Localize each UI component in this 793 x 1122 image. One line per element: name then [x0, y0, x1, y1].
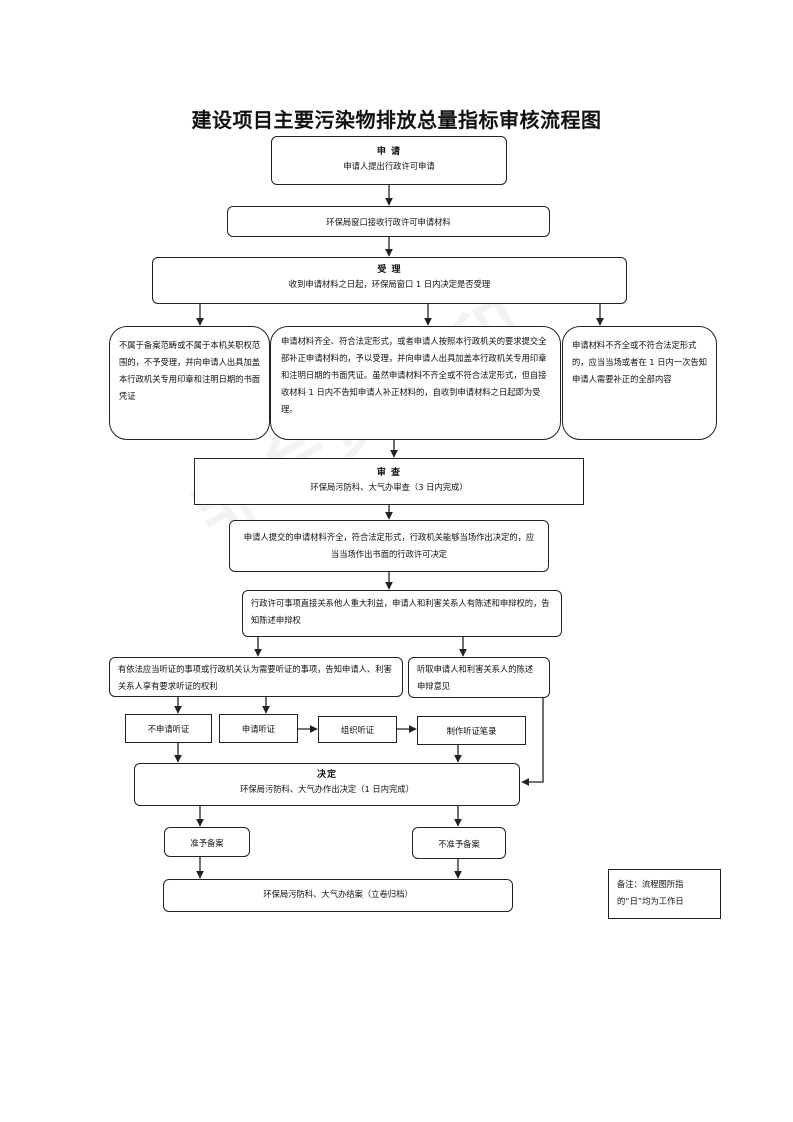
node-organize-hearing-text: 组织听证	[340, 725, 375, 735]
node-receive-text: 环保局窗口接收行政许可申请材料	[326, 217, 451, 227]
node-decision: 决定 环保局污防科、大气办作出决定（1 日内完成）	[134, 763, 520, 806]
node-apply-text: 申请人提出行政许可申请	[343, 161, 435, 171]
node-close: 环保局污防科、大气办结案（立卷归档）	[163, 879, 513, 912]
node-no-hearing: 不申请听证	[125, 714, 212, 743]
node-statement: 听取申请人和利害关系人的陈述申辩意见	[408, 657, 550, 698]
node-accepted: 申请材料齐全、符合法定形式，或者申请人按照本行政机关的要求提交全部补正申请材料的…	[270, 326, 561, 440]
node-apply-hearing-text: 申请听证	[241, 724, 276, 734]
node-decision-title: 决定	[316, 770, 337, 780]
node-incomplete-text: 申请材料不齐全或不符合法定形式的，应当当场或者在 1 日内一次告知申请人需要补正…	[572, 340, 708, 384]
node-apply-title: 申 请	[376, 147, 402, 157]
node-accept-title: 受 理	[377, 265, 402, 275]
node-no-hearing-text: 不申请听证	[147, 724, 190, 734]
note-text: 备注：流程图所指的“日”均为工作日	[617, 879, 684, 906]
node-apply-hearing: 申请听证	[219, 714, 298, 743]
node-deny: 不准予备案	[412, 827, 506, 859]
node-approve: 准予备案	[164, 827, 250, 857]
node-organize-hearing: 组织听证	[318, 716, 397, 743]
node-accepted-text: 申请材料齐全、符合法定形式，或者申请人按照本行政机关的要求提交全部补正申请材料的…	[281, 336, 547, 414]
node-hearing-notice-text: 有依法应当听证的事项或行政机关认为需要听证的事项，告知申请人、利害关系人享有要求…	[118, 664, 392, 691]
node-reject: 不属于备案范畴或不属于本机关职权范围的，不予受理，并向申请人出具加盖本行政机关专…	[109, 326, 270, 440]
node-hearing-notice: 有依法应当听证的事项或行政机关认为需要听证的事项，告知申请人、利害关系人享有要求…	[109, 657, 403, 697]
node-deny-text: 不准予备案	[438, 839, 480, 849]
arrow-statement-decision	[521, 698, 544, 786]
node-review-title: 审 查	[376, 468, 402, 478]
note-box: 备注：流程图所指的“日”均为工作日	[608, 869, 721, 919]
page-title: 建设项目主要污染物排放总量指标审核流程图	[191, 108, 602, 132]
node-receive: 环保局窗口接收行政许可申请材料	[227, 206, 550, 237]
node-apply: 申 请 申请人提出行政许可申请	[271, 136, 507, 185]
node-close-text: 环保局污防科、大气办结案（立卷归档）	[263, 889, 413, 899]
node-approve-text: 准予备案	[190, 838, 224, 848]
node-accept: 受 理 收到申请材料之日起，环保局窗口 1 日内决定是否受理	[152, 257, 627, 304]
node-incomplete: 申请材料不齐全或不符合法定形式的，应当当场或者在 1 日内一次告知申请人需要补正…	[562, 326, 717, 440]
node-review: 审 查 环保局污防科、大气办审查（3 日内完成）	[194, 458, 584, 505]
node-interest: 行政许可事项直接关系他人重大利益，申请人和利害关系人有陈述和申辩权的，告知陈述申…	[242, 590, 562, 637]
node-interest-text: 行政许可事项直接关系他人重大利益，申请人和利害关系人有陈述和申辩权的，告知陈述申…	[251, 598, 550, 625]
node-hearing-record-text: 制作听证笔录	[446, 726, 497, 736]
node-onsite-text: 申请人提交的申请材料齐全，符合法定形式，行政机关能够当场作出决定的，应当当场作出…	[243, 532, 535, 559]
node-decision-text: 环保局污防科、大气办作出决定（1 日内完成）	[240, 784, 414, 794]
node-onsite: 申请人提交的申请材料齐全，符合法定形式，行政机关能够当场作出决定的，应当当场作出…	[229, 520, 549, 572]
node-reject-text: 不属于备案范畴或不属于本机关职权范围的，不予受理，并向申请人出具加盖本行政机关专…	[119, 340, 261, 401]
node-hearing-record: 制作听证笔录	[417, 716, 526, 745]
node-accept-text: 收到申请材料之日起，环保局窗口 1 日内决定是否受理	[288, 279, 491, 289]
node-review-text: 环保局污防科、大气办审查（3 日内完成）	[310, 482, 468, 492]
node-statement-text: 听取申请人和利害关系人的陈述申辩意见	[417, 664, 534, 691]
